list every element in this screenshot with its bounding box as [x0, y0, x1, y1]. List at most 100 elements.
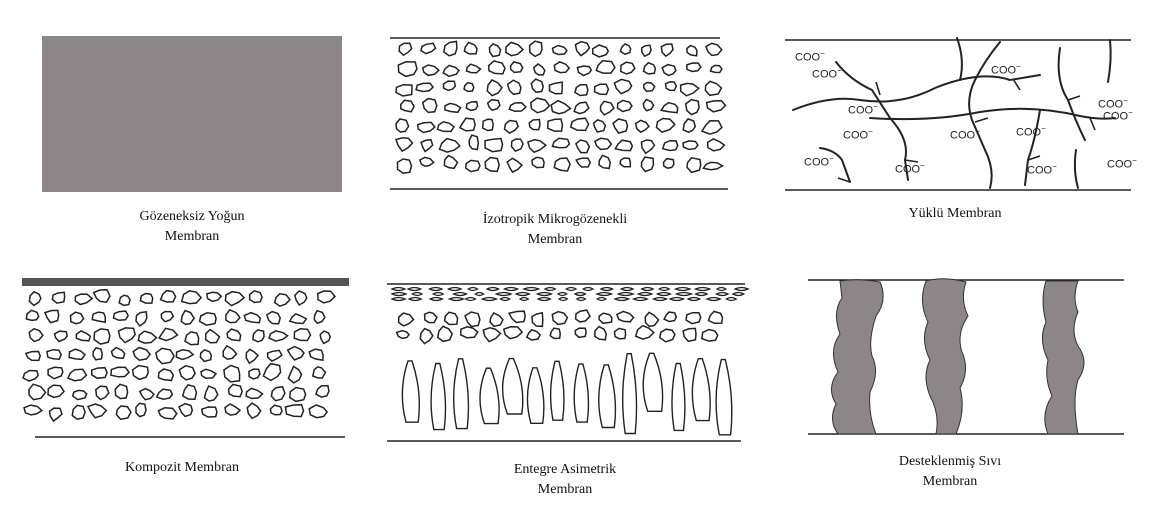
pore-shape — [246, 388, 262, 398]
pore-shape — [554, 62, 569, 73]
pore-shape — [26, 310, 38, 320]
dense-top-layer — [22, 278, 349, 286]
liquid-membrane-panel — [808, 279, 1124, 434]
pore-shape — [618, 100, 632, 111]
pore-shape — [469, 135, 478, 149]
pore-shape — [613, 119, 627, 133]
skin-pore — [524, 288, 539, 291]
pore-shape — [488, 100, 500, 110]
pore-shape — [94, 329, 110, 344]
pore-shape — [250, 291, 263, 303]
pore-shape — [179, 366, 195, 380]
skin-pore — [482, 298, 496, 301]
pore-shape — [615, 328, 626, 339]
pore-shape — [445, 103, 461, 112]
pore-shape — [206, 330, 220, 343]
finger-pore — [623, 354, 637, 434]
pore-shape — [461, 327, 478, 338]
carboxylate-label: COO− — [1027, 162, 1057, 177]
pore-shape — [48, 367, 63, 378]
pore-shape — [140, 389, 154, 400]
pore-shape — [29, 292, 41, 306]
pore-shape — [47, 350, 61, 360]
pore-shape — [93, 348, 102, 360]
pore-shape — [595, 84, 609, 94]
carboxylate-label: COO− — [895, 161, 925, 176]
pore-shape — [466, 160, 480, 171]
carboxylate-label: COO− — [991, 62, 1021, 77]
pore-shape — [490, 313, 503, 326]
pore-shape — [506, 42, 523, 55]
pore-shape — [421, 140, 433, 152]
pore-shape — [133, 366, 149, 380]
pore-shape — [664, 312, 676, 321]
pore-shape — [531, 98, 550, 113]
pore-shape — [708, 139, 725, 151]
pore-shape — [92, 312, 105, 322]
pore-shape — [48, 385, 64, 397]
pore-shape — [571, 118, 589, 130]
skin-pore — [559, 298, 567, 301]
finger-pore — [431, 364, 445, 430]
pore-shape — [225, 404, 240, 415]
pore-shape — [552, 312, 567, 325]
pore-shape — [657, 119, 675, 133]
pore-shape — [576, 140, 589, 153]
pore-shape — [599, 155, 610, 168]
pore-shape — [223, 346, 236, 359]
skin-pore — [688, 298, 700, 301]
pore-shape — [75, 294, 92, 304]
pore-shape — [423, 99, 437, 113]
pore-shape — [444, 81, 456, 90]
pore-shape — [548, 119, 563, 131]
pore-shape — [263, 364, 280, 381]
pore-shape — [397, 159, 411, 173]
pore-shape — [268, 350, 282, 361]
pore-shape — [399, 43, 412, 55]
carboxylate-label: COO− — [1016, 124, 1046, 139]
pore-shape — [661, 103, 678, 113]
pore-shape — [550, 328, 560, 338]
skin-pore — [409, 298, 421, 301]
pore-shape — [681, 83, 699, 95]
pore-shape — [179, 404, 192, 417]
pore-shape — [490, 44, 501, 57]
pore-shape — [485, 158, 499, 172]
pore-shape — [226, 310, 240, 323]
pore-shape — [530, 41, 542, 56]
pore-shape — [140, 294, 152, 304]
carboxylate-label: COO− — [1107, 156, 1137, 171]
pore-shape — [466, 102, 477, 111]
skin-pore — [597, 293, 612, 296]
pore-shape — [246, 349, 258, 363]
pore-shape — [444, 41, 457, 55]
skin-pore — [454, 293, 467, 296]
pore-shape — [576, 158, 590, 167]
pore-shape — [617, 311, 634, 321]
pore-shape — [528, 140, 546, 153]
pore-shape — [399, 313, 414, 326]
pore-shape — [136, 403, 146, 416]
skin-pore — [601, 288, 612, 291]
skin-pore — [408, 288, 421, 291]
composite-membrane-panel — [22, 278, 349, 437]
pore-shape — [73, 390, 87, 399]
pore-shape — [645, 312, 658, 326]
pore-shape — [511, 62, 523, 73]
pore-shape — [577, 66, 591, 76]
finger-pore — [551, 361, 564, 420]
pore-shape — [181, 311, 194, 325]
pore-shape — [45, 310, 59, 322]
pore-shape — [644, 63, 656, 74]
pore-shape — [644, 83, 655, 92]
pore-shape — [313, 367, 326, 378]
pore-shape — [202, 407, 217, 417]
pore-shape — [285, 405, 303, 417]
pore-shape — [224, 365, 240, 382]
finger-pore — [574, 364, 588, 422]
skin-pore — [618, 293, 633, 296]
finger-pore — [503, 359, 523, 414]
pore-shape — [687, 158, 701, 173]
pore-shape — [444, 156, 457, 169]
skin-pore — [430, 298, 442, 301]
